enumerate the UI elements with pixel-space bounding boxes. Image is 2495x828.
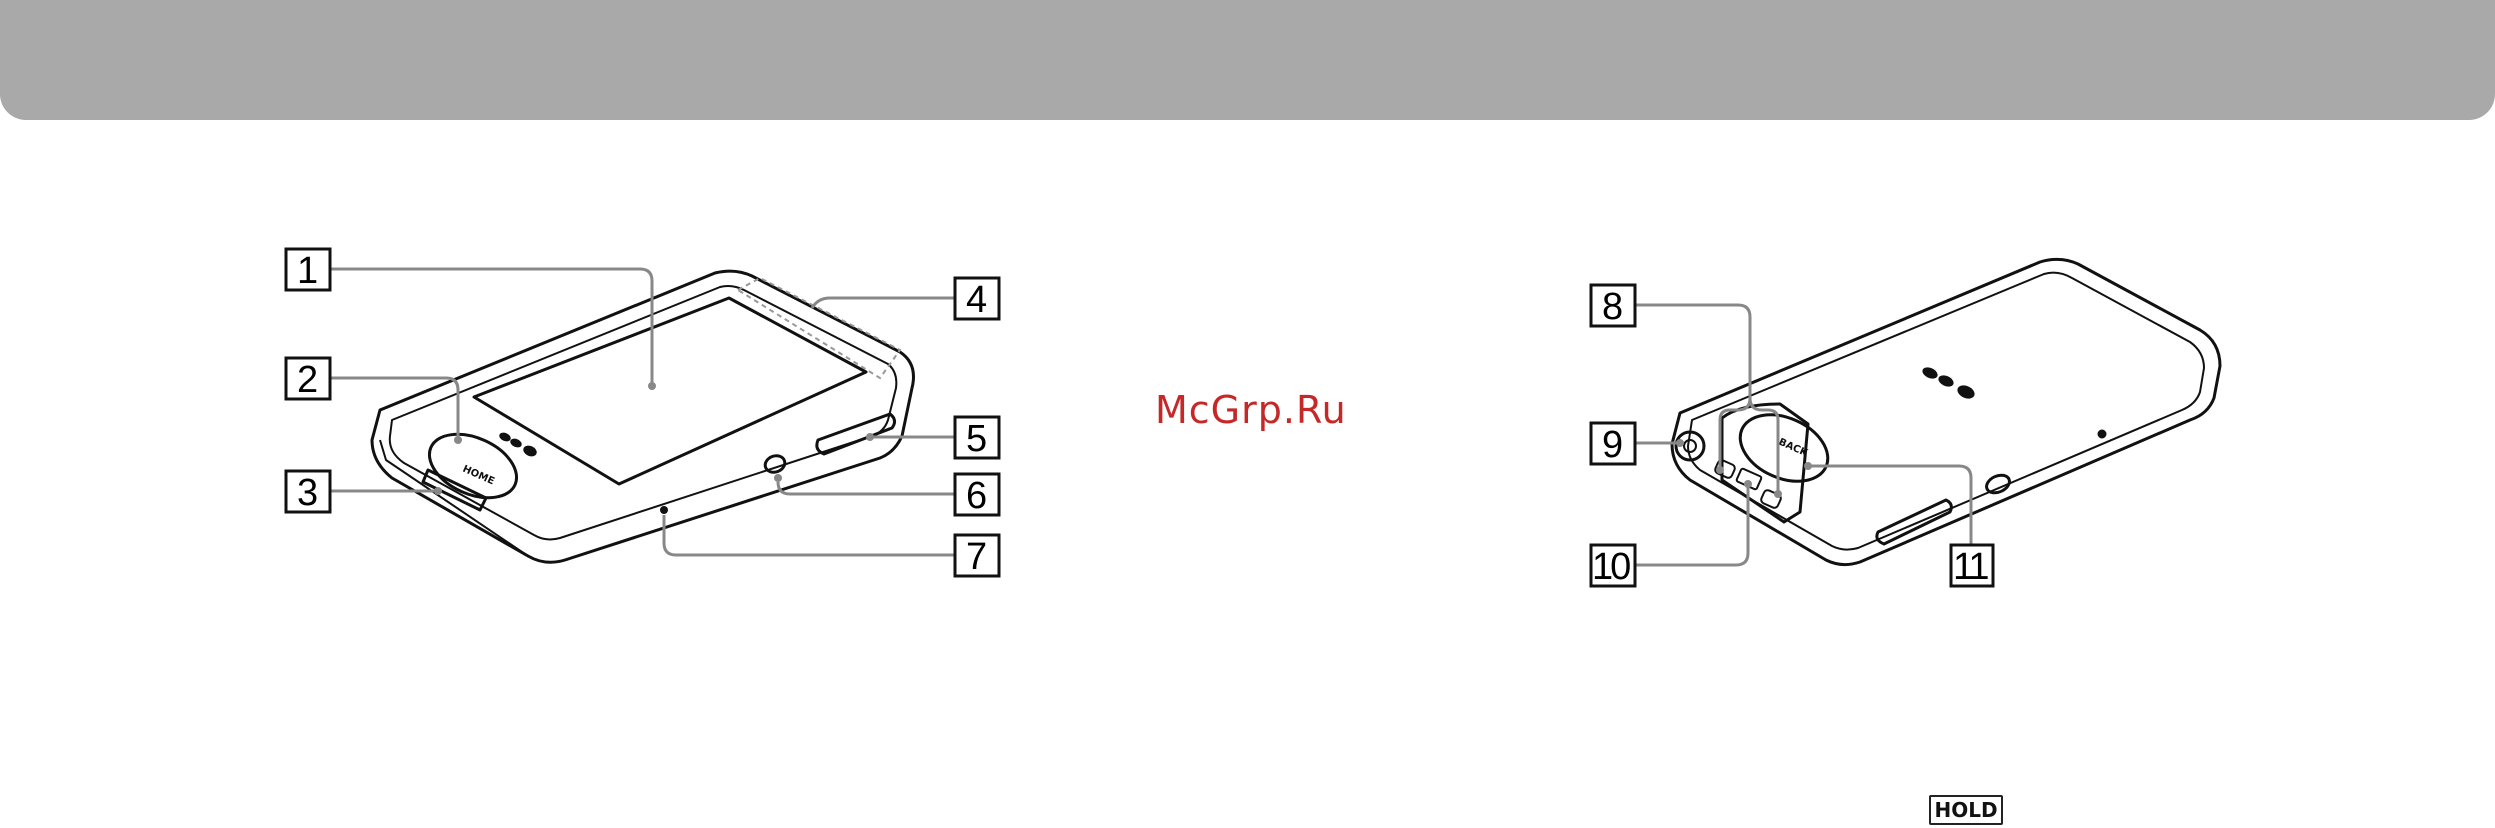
- callout-label-2: 2: [297, 359, 318, 401]
- home-button: [420, 422, 527, 511]
- leader-4: [812, 298, 955, 308]
- callout-label-3: 3: [297, 472, 318, 514]
- option-button: [763, 453, 787, 475]
- callout-label-6: 6: [966, 475, 987, 517]
- volume-button: [817, 414, 895, 454]
- front-device-body: [372, 271, 914, 562]
- callout-label-9: 9: [1602, 424, 1623, 466]
- back-device-body: [1672, 259, 2220, 564]
- leader-1: [330, 269, 652, 386]
- callout-label-10: 10: [1592, 546, 1630, 588]
- callout-label-5: 5: [966, 418, 987, 460]
- callout-label-4: 4: [966, 279, 987, 321]
- home-button-label: HOME: [461, 464, 496, 488]
- hold-label: HOLD: [1929, 795, 2003, 825]
- leader-7: [664, 515, 955, 555]
- leader-10: [1635, 484, 1748, 565]
- back-device: [1672, 259, 2220, 564]
- callout-label-11: 11: [1953, 546, 1988, 588]
- callout-label-8: 8: [1602, 286, 1623, 328]
- front-leader-lines: [330, 269, 955, 555]
- callout-label-7: 7: [966, 536, 987, 578]
- callout-label-1: 1: [297, 250, 318, 292]
- watermark-text: McGrp.Ru: [1155, 388, 1347, 432]
- back-reset-hole: [2099, 431, 2105, 437]
- leader-8: [1635, 305, 1750, 470]
- leader-8b: [1750, 398, 1778, 494]
- front-device: [372, 271, 914, 562]
- microphone-hole: [662, 508, 667, 513]
- back-walkman-logo-icon: [1921, 365, 1977, 401]
